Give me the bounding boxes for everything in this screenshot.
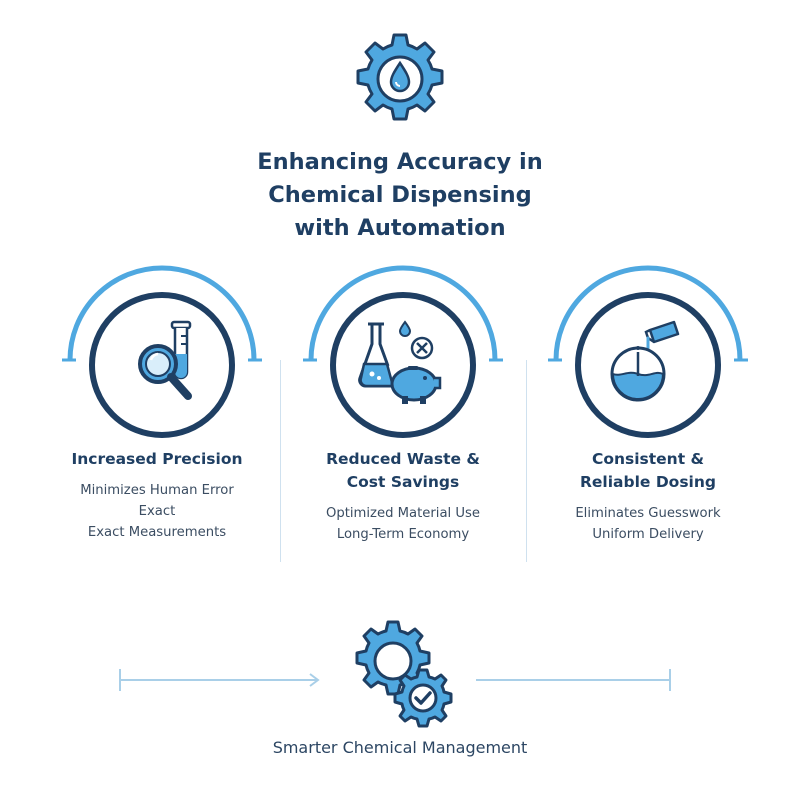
beaker-pouring-icon	[610, 320, 680, 402]
list-item: Eliminates Guesswork	[575, 506, 721, 521]
column-1-items: Minimizes Human Error Exact Exact Measur…	[37, 480, 277, 543]
flask-piggy-bank-icon	[358, 320, 442, 404]
column-1-title: Increased Precision	[71, 450, 243, 468]
divider	[526, 360, 527, 562]
magnifier-test-tube-icon	[138, 320, 192, 400]
right-line	[476, 669, 671, 691]
list-item: Minimizes Human Error	[80, 483, 234, 498]
column-2-ring	[303, 265, 503, 438]
list-item: Optimized Material Use	[325, 506, 481, 521]
title-line: with Automation	[294, 215, 506, 241]
column-2-items: Optimized Material Use Long-Term Economy	[283, 503, 523, 545]
page-title: Enhancing Accuracy in Chemical Dispensin…	[0, 146, 800, 245]
divider	[280, 360, 281, 562]
gear-droplet-icon	[356, 33, 444, 121]
list-item: Exact Measurements	[87, 525, 227, 540]
list-item: Exact	[138, 504, 176, 519]
title-line: Chemical Dispensing	[268, 182, 532, 208]
left-arrow-line	[119, 669, 320, 691]
gears-checkmark-icon	[355, 620, 453, 728]
list-item: Long-Term Economy	[336, 527, 470, 542]
column-3-title: Consistent & Reliable Dosing	[579, 450, 717, 491]
column-2-title: Reduced Waste & Cost Savings	[326, 450, 480, 491]
footer-caption: Smarter Chemical Management	[272, 738, 528, 757]
column-3-items: Eliminates Guesswork Uniform Delivery	[528, 503, 768, 545]
list-item: Uniform Delivery	[592, 527, 704, 542]
title-line: Enhancing Accuracy in	[257, 149, 543, 175]
